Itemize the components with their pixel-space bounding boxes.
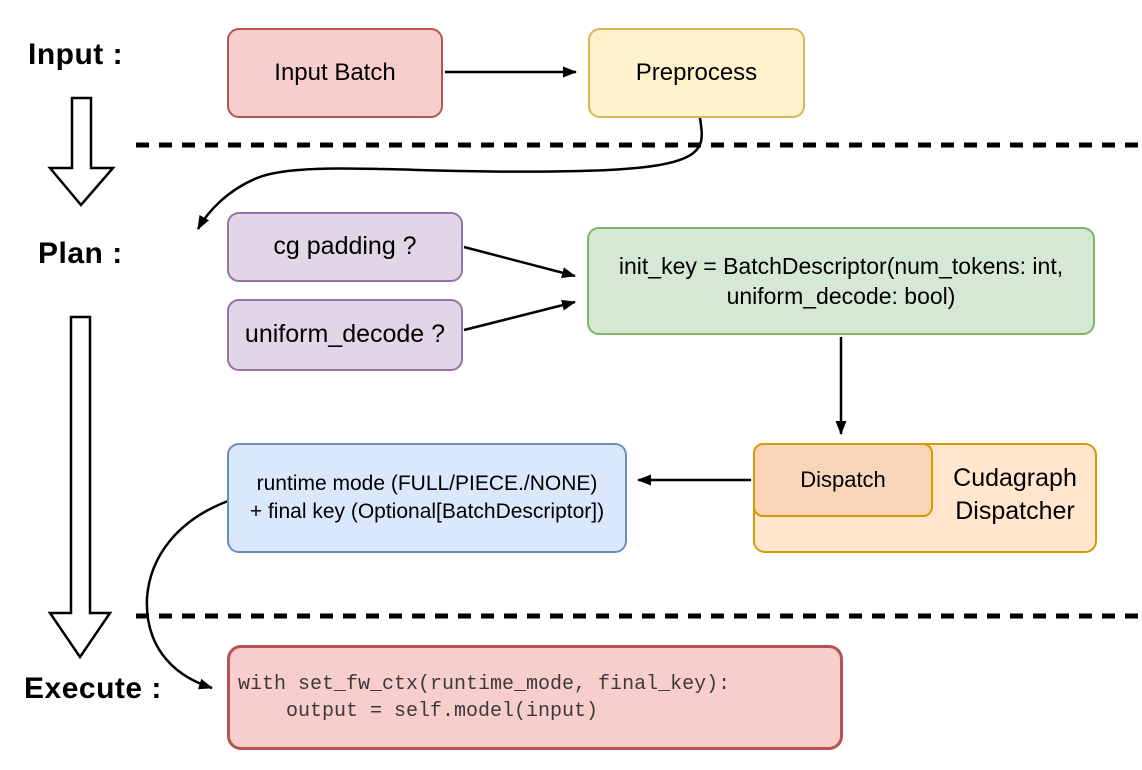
input-to-plan-arrow [47,96,116,207]
stage-label-plan: Plan : [38,237,123,270]
cudagraph-dispatcher-line1: Cudagraph [953,464,1077,492]
node-dispatch: Dispatch [753,443,933,517]
arrow-preprocess-to-cgpadding [196,117,703,230]
execute-code-line2: output = self.model(input) [238,699,599,723]
node-input-batch: Input Batch [227,28,443,118]
cudagraph-dispatcher-line2: Dispatcher [955,497,1075,525]
node-runtime-result: runtime mode (FULL/PIECE./NONE) + final … [227,443,627,553]
node-runtime-result-line1: runtime mode (FULL/PIECE./NONE) [256,472,598,495]
node-execute-code: with set_fw_ctx(runtime_mode, final_key)… [227,645,843,750]
node-init-key-line1: init_key = BatchDescriptor(num_tokens: i… [618,253,1064,279]
arrow-runtime-to-execute [145,499,229,690]
stage-label-execute: Execute : [24,672,162,705]
node-cg-padding: cg padding ? [227,212,463,282]
cudagraph-dispatcher-label: Cudagraph Dispatcher [935,453,1095,537]
arrow-cgpadding-to-initkey [463,245,576,279]
node-preprocess-label: Preprocess [635,59,758,86]
node-init-key-line2: uniform_decode: bool) [726,283,956,309]
node-uniform-decode: uniform_decode ? [227,299,463,371]
node-init-key: init_key = BatchDescriptor(num_tokens: i… [587,227,1095,335]
plan-to-execute-arrow [47,315,113,660]
node-preprocess: Preprocess [588,28,805,118]
node-cg-padding-label: cg padding ? [273,232,417,261]
node-runtime-result-line2: + final key (Optional[BatchDescriptor]) [249,500,605,523]
execute-code-line1: with set_fw_ctx(runtime_mode, final_key)… [238,672,731,696]
node-input-batch-label: Input Batch [274,59,396,86]
node-uniform-decode-label: uniform_decode ? [244,320,446,349]
stage-label-input: Input : [28,38,124,71]
arrow-uniformdecode-to-initkey [463,299,576,332]
node-dispatch-label: Dispatch [800,467,886,493]
